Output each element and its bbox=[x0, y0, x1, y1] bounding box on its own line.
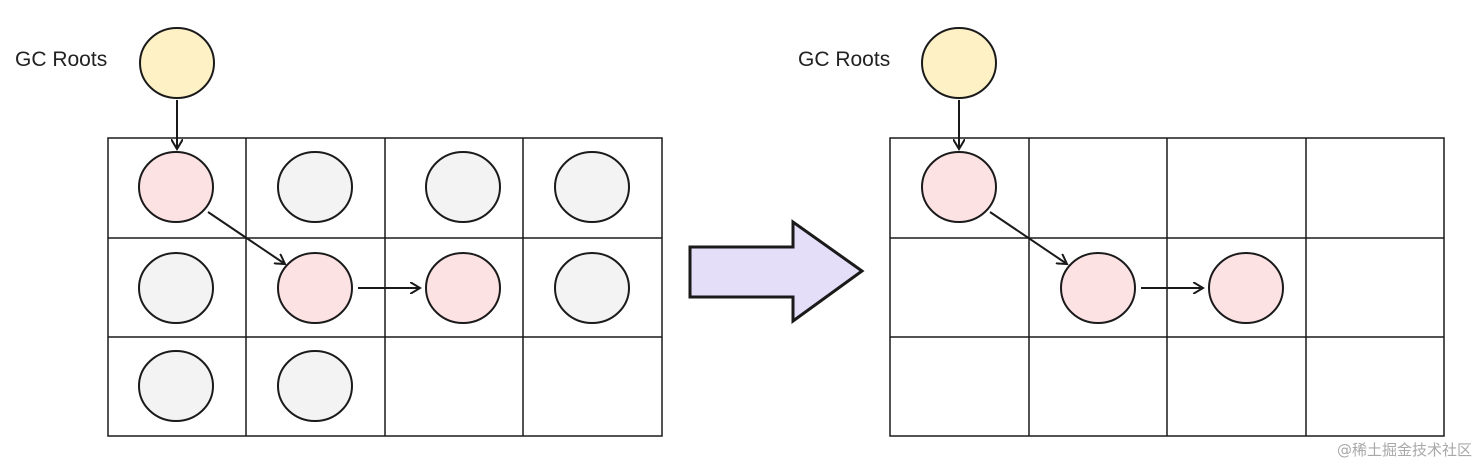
gc-roots-label: GC Roots bbox=[15, 48, 107, 71]
gc-root-node bbox=[139, 27, 215, 99]
reference-arrow bbox=[989, 211, 1067, 264]
unreachable-object bbox=[277, 151, 353, 223]
reachable-object bbox=[1208, 252, 1284, 324]
transition-arrow bbox=[688, 219, 865, 324]
reachable-object bbox=[138, 151, 214, 223]
gc-root-node bbox=[921, 27, 997, 99]
unreachable-object bbox=[138, 350, 214, 422]
unreachable-object bbox=[554, 151, 630, 223]
unreachable-object bbox=[554, 252, 630, 324]
heap-objects bbox=[138, 151, 630, 422]
heap-objects bbox=[921, 151, 1284, 324]
unreachable-object bbox=[138, 252, 214, 324]
gc-roots-label: GC Roots bbox=[798, 48, 890, 71]
reachable-object bbox=[921, 151, 997, 223]
unreachable-object bbox=[277, 350, 353, 422]
watermark-text: @稀土掘金技术社区 bbox=[1337, 441, 1472, 459]
reference-arrow bbox=[207, 211, 285, 264]
reachable-object bbox=[277, 252, 353, 324]
reachable-object bbox=[1060, 252, 1136, 324]
unreachable-object bbox=[425, 151, 501, 223]
after-heap-panel: GC Roots bbox=[798, 27, 1445, 437]
heap-grid bbox=[107, 137, 663, 437]
reachable-object bbox=[425, 252, 501, 324]
before-heap-panel: GC Roots bbox=[15, 27, 663, 437]
